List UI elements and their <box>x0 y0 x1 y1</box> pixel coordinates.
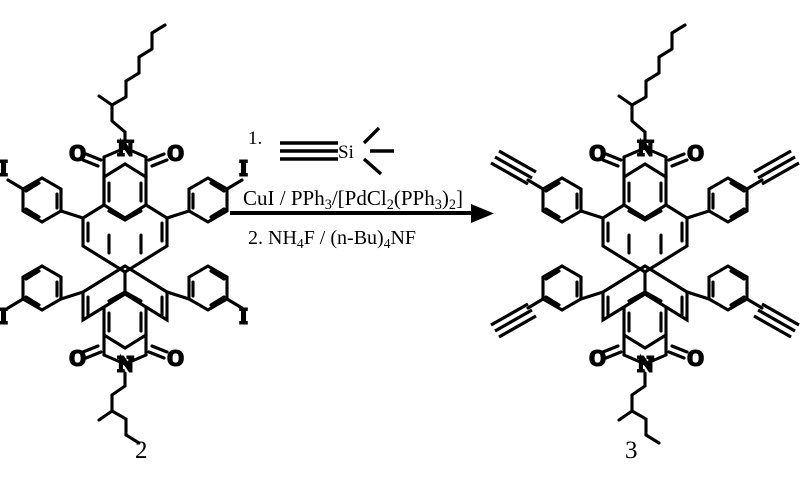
reactant-perylene-lower <box>81 264 169 350</box>
reactant-oxygen-bottom-left: O <box>70 346 85 370</box>
product-imide-nitrogen-bottom: N <box>638 352 653 376</box>
reactant-iodine-top-right: I <box>240 156 247 180</box>
product-perylene-upper <box>601 162 689 274</box>
product-bottom-alkyl-chain <box>617 371 661 445</box>
product-oxygen-bottom-left: O <box>590 346 605 370</box>
reactant-compound-number: 2 <box>135 437 148 464</box>
reactant-iodine-bottom-left: I <box>0 304 7 328</box>
product-bottom-imide <box>601 333 689 366</box>
reactant-perylene-upper <box>81 162 169 274</box>
product-compound-number: 3 <box>625 437 638 464</box>
reactant-bottom-alkyl-chain <box>97 371 141 445</box>
condition-step2: 2. NH4F / (n-Bu)4NF <box>248 227 417 251</box>
reactant-aryl-top-right <box>165 176 244 224</box>
product-aryl-bottom-left <box>526 264 605 312</box>
catalyst-line: CuI / PPh3/[PdCl2(PPh3)2] <box>243 186 463 213</box>
product-alkyne-bottom-right <box>753 302 800 339</box>
condition-step1-number: 1. <box>248 128 263 149</box>
reactant-structure: O N O <box>0 23 249 445</box>
reaction-arrow <box>230 204 494 223</box>
product-oxygen-bottom-right: O <box>688 346 703 370</box>
reactant-aryl-bottom-left <box>6 264 85 312</box>
reactant-iodine-bottom-right: I <box>240 304 247 328</box>
product-imide-nitrogen-top: N <box>638 136 653 160</box>
product-aryl-top-left <box>526 176 605 224</box>
product-oxygen-top-right: O <box>688 141 703 165</box>
product-aryl-bottom-right <box>685 264 764 312</box>
reactant-imide-nitrogen-bottom: N <box>118 352 133 376</box>
product-top-alkyl-chain <box>617 23 687 147</box>
product-aryl-top-right <box>685 176 764 224</box>
reactant-imide-nitrogen-top: N <box>118 136 133 160</box>
reactant-bottom-imide <box>81 333 169 366</box>
silicon-label: Si <box>338 142 354 163</box>
reactant-oxygen-top-right: O <box>168 141 183 165</box>
product-top-imide <box>601 146 689 179</box>
product-alkyne-top-left <box>490 149 537 186</box>
product-structure: O N O <box>490 23 800 445</box>
product-alkyne-bottom-left <box>490 302 537 339</box>
reactant-aryl-top-left <box>6 176 85 224</box>
product-alkyne-top-right <box>753 149 800 186</box>
reactant-oxygen-bottom-right: O <box>168 346 183 370</box>
tms-acetylene-reagent: Si <box>280 126 394 176</box>
reactant-oxygen-top-left: O <box>70 141 85 165</box>
reactant-top-alkyl-chain <box>97 23 167 147</box>
reactant-aryl-bottom-right <box>165 264 244 312</box>
product-oxygen-top-left: O <box>590 141 605 165</box>
reactant-top-imide <box>81 146 169 179</box>
reactant-iodine-top-left: I <box>0 156 7 180</box>
